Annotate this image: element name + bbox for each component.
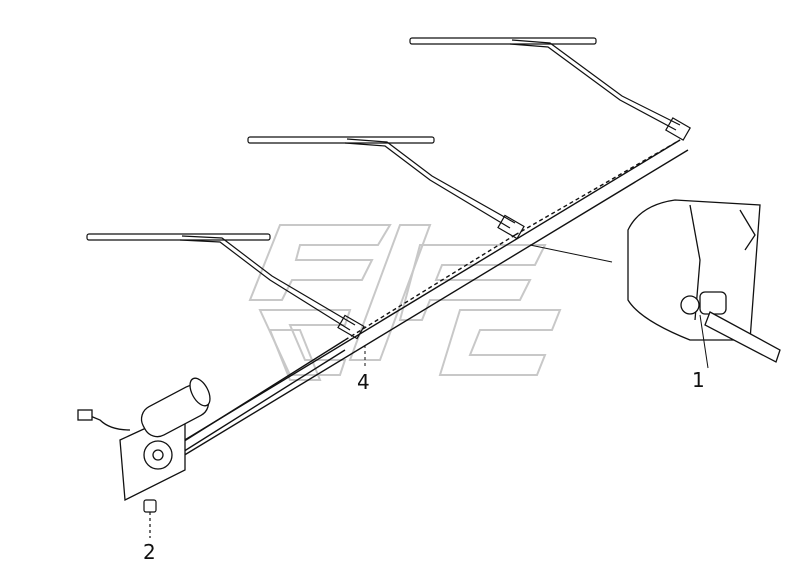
- wiper-linkage-rod: [159, 139, 689, 466]
- mounting-bolt: [143, 499, 157, 538]
- wiper-blade-right: [409, 37, 691, 141]
- wiper-blade-middle: [247, 136, 525, 240]
- callout-label-4: 4: [357, 370, 370, 394]
- callout-leaders: [364, 314, 709, 369]
- callout-label-1: 1: [692, 368, 705, 392]
- wiper-pivot-detail: [529, 199, 781, 363]
- wiper-blade-left: [86, 233, 365, 340]
- watermark-logo: [248, 224, 562, 381]
- wiper-motor: [77, 377, 211, 502]
- callout-label-2: 2: [143, 540, 156, 564]
